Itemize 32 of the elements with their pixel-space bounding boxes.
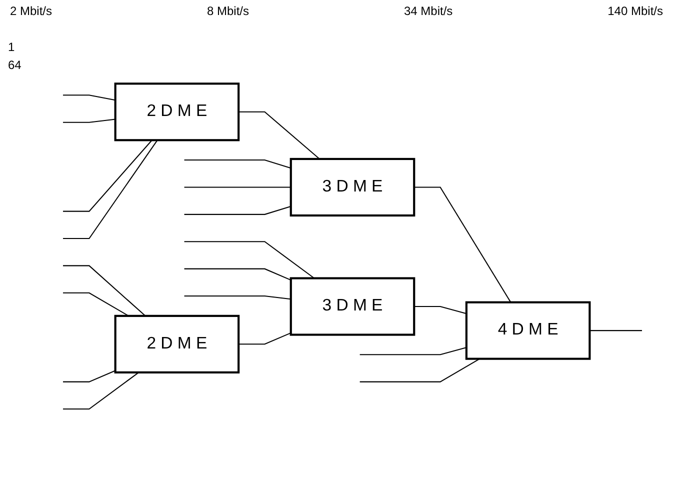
signal-line bbox=[63, 94, 116, 101]
signal-line bbox=[63, 292, 129, 316]
signal-line bbox=[63, 370, 116, 382]
signal-line bbox=[184, 160, 292, 169]
bit-rate-label: 8 Mbit/s bbox=[206, 4, 249, 18]
signal-line bbox=[184, 241, 315, 279]
bit-rate-label: 140 Mbit/s bbox=[608, 4, 663, 18]
multiplexer-box: 2 D M E bbox=[114, 314, 240, 374]
signal-line bbox=[184, 268, 292, 281]
multiplexer-box: 2 D M E bbox=[114, 82, 240, 142]
bit-rate-label: 34 Mbit/s bbox=[404, 4, 453, 18]
signal-line bbox=[590, 330, 642, 332]
signal-line bbox=[63, 372, 140, 410]
multiplexer-box: 3 D M E bbox=[290, 158, 416, 217]
multiplexer-box: 3 D M E bbox=[290, 277, 416, 336]
signal-line bbox=[184, 186, 291, 188]
multiplexer-box: 4 D M E bbox=[465, 301, 591, 360]
signal-line bbox=[63, 140, 158, 240]
signal-line bbox=[238, 332, 292, 345]
signal-line bbox=[184, 206, 292, 215]
signal-line bbox=[360, 358, 480, 382]
signal-line bbox=[63, 265, 146, 316]
signal-line bbox=[414, 306, 467, 314]
signal-line bbox=[238, 111, 320, 160]
signal-line bbox=[360, 346, 467, 356]
bit-rate-label: 2 Mbit/s bbox=[10, 4, 52, 18]
signal-line bbox=[63, 118, 116, 123]
signal-line bbox=[63, 140, 152, 212]
signal-line bbox=[414, 186, 512, 303]
channel-number: 64 bbox=[8, 58, 22, 72]
signal-line bbox=[184, 296, 291, 300]
channel-number: 1 bbox=[8, 40, 16, 54]
